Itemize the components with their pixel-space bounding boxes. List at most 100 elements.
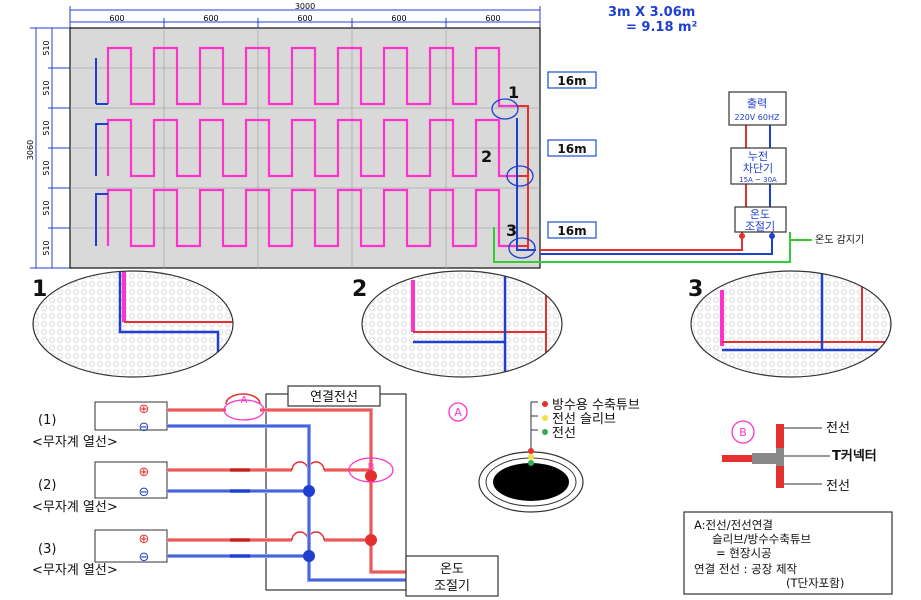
tube-dot [542, 401, 548, 407]
junction-marker-3: 3 [506, 221, 517, 240]
segment-dimension-2: 600 [203, 14, 218, 23]
notes-line-2: 슬리브/방수수축튜브 [712, 532, 811, 546]
marker-b-ring [348, 457, 394, 483]
row-dimension-4: 510 [42, 160, 51, 175]
short-lead-marks [230, 468, 250, 558]
loop-length-1: 16m [557, 74, 586, 88]
thermostat-title-1: 온도 [750, 208, 770, 221]
neutral-junction-1 [303, 485, 315, 497]
t-connector-top-label: 전선 [826, 421, 850, 436]
heater-name-1: <무자계 열선> [32, 435, 118, 450]
sensor-wire-floor [493, 227, 540, 263]
heating-cable-loop-3 [106, 188, 517, 248]
notes-line-1: A:전선/전선연결 [694, 518, 773, 532]
heater-terminals [94, 401, 168, 563]
detail-label-3: 3 [688, 277, 703, 302]
left-dimension-lines [30, 27, 70, 269]
notes-line-5: (T단자포함) [786, 576, 844, 590]
connection-box-title-frame [287, 385, 381, 407]
row-dimension-5: 510 [42, 200, 51, 215]
detail-circle-3 [690, 270, 892, 378]
heater-index-1: (1) [38, 413, 56, 428]
red-terminal [739, 233, 745, 239]
marker-b-label: B [368, 462, 375, 473]
minus-terminal-3: ⊖ [139, 550, 150, 565]
minus-terminal-1: ⊖ [139, 420, 150, 435]
sensor-label: 온도 감지기 [815, 234, 864, 246]
detail-circle-1 [32, 270, 234, 378]
segment-dimension-3: 600 [297, 14, 312, 23]
plus-terminal-2: ⊕ [139, 465, 150, 480]
sleeve-dot [542, 415, 548, 421]
total-height-dimension: 3060 [26, 140, 35, 160]
marker-a-ring [223, 399, 265, 421]
thermostat-box [734, 206, 787, 233]
loop-length-box-2 [547, 139, 597, 157]
heater-name-3: <무자계 열선> [32, 563, 118, 578]
heater-name-2: <무자계 열선> [32, 500, 118, 515]
breaker-title-2: 차단기 [743, 162, 773, 175]
t-connector-bottom-label: 전선 [826, 479, 850, 494]
t-connector-drawing [722, 424, 830, 488]
area-line-1: 3m X 3.06m [608, 5, 695, 20]
wire-dot [542, 429, 548, 435]
blue-terminal [769, 233, 775, 239]
marker-a-label: A [241, 395, 248, 406]
minus-terminal-2: ⊖ [139, 485, 150, 500]
live-junction-2 [365, 534, 377, 546]
notes-box [683, 511, 893, 595]
schematic-thermostat-box [405, 555, 499, 597]
floor-supply-wires [95, 58, 536, 251]
connection-box-title: 연결전선 [310, 390, 358, 405]
junction-circle-1 [491, 98, 519, 120]
detail-label-2: 2 [352, 277, 367, 302]
schematic-thermostat-line-1: 온도 [440, 562, 464, 577]
thermostat-title-2: 조절기 [745, 220, 775, 233]
output-spec: 220V 60HZ [735, 113, 780, 122]
area-line-2: = 9.18 m² [626, 20, 697, 35]
notes-line-3: = 현장시공 [716, 546, 772, 560]
neutral-wires [167, 424, 412, 582]
junction-marker-2: 2 [481, 147, 492, 166]
cross-section-item-1: 방수용 수축튜브 [552, 398, 640, 413]
notes-line-4: 연결 전선 : 공장 제작 [694, 562, 798, 576]
live-junction-1 [365, 470, 377, 482]
row-dimension-6: 510 [42, 240, 51, 255]
row-dimension-1: 510 [42, 40, 51, 55]
heater-index-3: (3) [38, 542, 56, 557]
loop-length-2: 16m [557, 142, 586, 156]
t-connector-marker-ring [731, 420, 755, 444]
segment-dimension-5: 600 [485, 14, 500, 23]
breaker-spec: 15A ~ 30A [739, 176, 777, 184]
output-box [728, 91, 787, 126]
detail-label-1: 1 [32, 277, 47, 302]
plus-terminal-3: ⊕ [139, 532, 150, 547]
junction-circle-2 [506, 165, 534, 187]
schematic-thermostat-line-2: 조절기 [434, 579, 470, 594]
plus-terminal-1: ⊕ [139, 402, 150, 417]
loop-length-box-1 [547, 71, 597, 89]
breaker-title-1: 누전 [748, 150, 768, 163]
junction-marker-1: 1 [508, 83, 519, 102]
cross-section-marker: A [454, 406, 462, 419]
neutral-junction-2 [303, 550, 315, 562]
junction-circle-3 [508, 237, 536, 259]
detail-circle-2 [361, 270, 563, 378]
row-dimension-3: 510 [42, 120, 51, 135]
loop-length-3: 16m [557, 224, 586, 238]
output-title: 출력 [747, 97, 767, 110]
cross-section-item-3: 전선 [552, 426, 576, 441]
cross-section-item-2: 전선 슬리브 [552, 412, 616, 427]
heating-cable-loop-2 [106, 118, 517, 178]
breaker-box [730, 147, 787, 185]
t-connector-marker: B [739, 426, 747, 439]
total-width-dimension: 3000 [295, 2, 315, 11]
floor-grid [70, 28, 540, 268]
heater-index-2: (2) [38, 478, 56, 493]
loop-length-box-3 [547, 221, 597, 239]
top-dimension-lines [69, 6, 541, 28]
segment-dimension-4: 600 [391, 14, 406, 23]
segment-dimension-1: 600 [109, 14, 124, 23]
row-dimension-2: 510 [42, 80, 51, 95]
